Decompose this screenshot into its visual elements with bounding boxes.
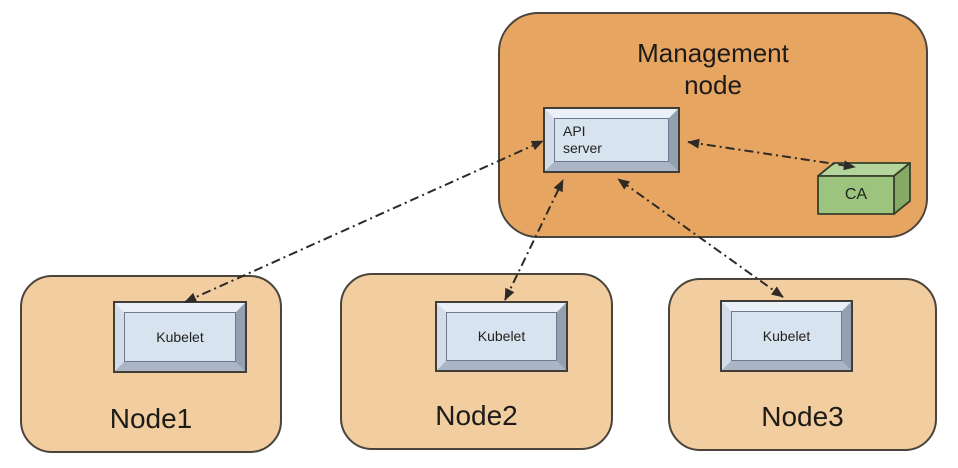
kubelet3-bevel: Kubelet: [722, 302, 851, 370]
kubelet1-box: Kubelet: [113, 301, 247, 373]
api-server-bevel: API server: [545, 109, 678, 171]
ca-label: CA: [844, 186, 868, 203]
kubelet1-bevel: Kubelet: [115, 303, 245, 371]
kubelet2-box: Kubelet: [435, 301, 568, 372]
api-server-label: API server: [563, 123, 602, 156]
node1-label: Node1: [109, 403, 193, 434]
kubelet3-box: Kubelet: [720, 300, 853, 372]
kubelet2-label: Kubelet: [446, 312, 557, 361]
api-server-box: API server: [543, 107, 680, 173]
kubelet2-bevel: Kubelet: [437, 303, 566, 370]
node3-label: Node3: [761, 401, 844, 432]
kubelet3-label: Kubelet: [731, 311, 842, 361]
management-node-title: Management node: [637, 38, 789, 100]
node2-label: Node2: [435, 400, 518, 431]
kubelet1-label: Kubelet: [124, 312, 236, 362]
